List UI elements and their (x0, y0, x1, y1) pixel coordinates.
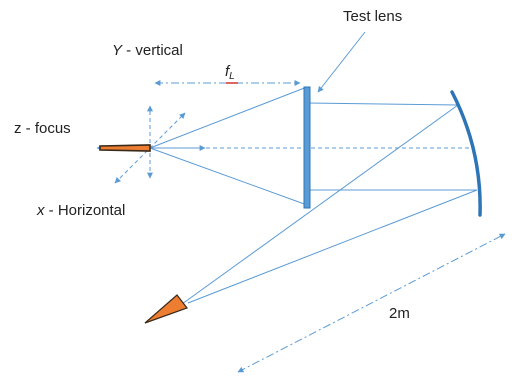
distance-arrow (237, 233, 506, 373)
x-axis-name: x (36, 202, 45, 219)
ray-lower-source-to-lens (149, 147, 308, 206)
y-axis-name: Y (112, 42, 123, 59)
x-axis-label: x - Horizontal (36, 202, 125, 219)
fiber-source (99, 144, 151, 152)
y-axis-label: Y - vertical (112, 42, 183, 59)
test-lens-label: Test lens (343, 8, 402, 25)
focal-length-symbol: f (225, 63, 231, 80)
camera-cone (144, 294, 188, 324)
focal-length-label: fL (225, 63, 235, 82)
test-lens-pointer-arrow (317, 31, 366, 93)
ray-upper-lens-to-mirror (306, 102, 459, 106)
distance-label: 2m (389, 305, 410, 322)
spherical-mirror (450, 90, 482, 217)
z-axis-label: z - focus (14, 120, 71, 137)
ray-upper-source-to-lens (149, 86, 308, 149)
ray-reflected-lower (187, 189, 478, 304)
ray-reflected-upper (181, 104, 459, 305)
x-axis-suffix: - Horizontal (45, 202, 126, 219)
focal-length-subscript: L (229, 71, 235, 82)
y-axis-suffix: - vertical (122, 42, 183, 59)
test-lens (303, 86, 311, 209)
